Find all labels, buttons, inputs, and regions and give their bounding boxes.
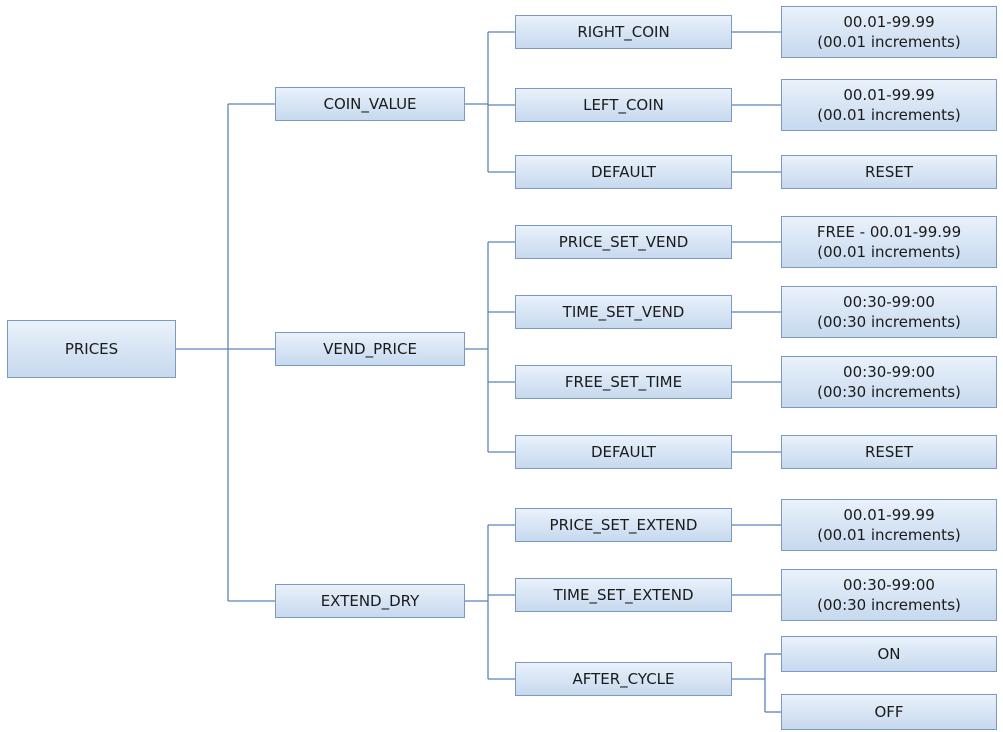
- item-node-left-coin-label: LEFT_COIN: [583, 96, 664, 114]
- group-node-coin-value: COIN_VALUE: [275, 87, 465, 121]
- group-node-coin-value-label: COIN_VALUE: [323, 95, 417, 113]
- value-node-label: 00:30-99:00 (00:30 increments): [817, 293, 961, 331]
- value-node-off: OFF: [781, 694, 997, 730]
- item-node-right-coin: RIGHT_COIN: [515, 15, 732, 49]
- value-node-label: RESET: [864, 443, 914, 461]
- item-node-after-cycle-label: AFTER_CYCLE: [572, 670, 675, 688]
- value-node-on: ON: [781, 636, 997, 672]
- root-node-prices: PRICES: [7, 320, 176, 378]
- group-node-vend-price-label: VEND_PRICE: [323, 340, 417, 358]
- value-node-label: 00:30-99:00 (00:30 increments): [817, 363, 961, 401]
- value-node: 00:30-99:00 (00:30 increments): [781, 356, 997, 408]
- value-node: RESET: [781, 435, 997, 469]
- value-node: 00:30-99:00 (00:30 increments): [781, 286, 997, 338]
- value-node-label: FREE - 00.01-99.99 (00.01 increments): [816, 223, 962, 261]
- group-node-vend-price: VEND_PRICE: [275, 332, 465, 366]
- value-node-off-label: OFF: [874, 703, 904, 721]
- value-node: 00:30-99:00 (00:30 increments): [781, 569, 997, 621]
- value-node-label: 00:30-99:00 (00:30 increments): [817, 576, 961, 614]
- item-node-price-set-extend-label: PRICE_SET_EXTEND: [549, 516, 698, 534]
- value-node: FREE - 00.01-99.99 (00.01 increments): [781, 216, 997, 268]
- value-node: RESET: [781, 155, 997, 189]
- item-node-default-label: DEFAULT: [591, 163, 656, 181]
- item-node-right-coin-label: RIGHT_COIN: [577, 23, 670, 41]
- item-node-price-set-vend-label: PRICE_SET_VEND: [558, 233, 689, 251]
- item-node-default: DEFAULT: [515, 155, 732, 189]
- value-node-label: 00.01-99.99 (00.01 increments): [817, 13, 961, 51]
- value-node-label: 00.01-99.99 (00.01 increments): [817, 506, 961, 544]
- root-node-prices-label: PRICES: [64, 340, 119, 358]
- value-node: 00.01-99.99 (00.01 increments): [781, 79, 997, 131]
- group-node-extend-dry-label: EXTEND_DRY: [320, 592, 420, 610]
- item-node-time-set-vend-label: TIME_SET_VEND: [562, 303, 685, 321]
- item-node-default: DEFAULT: [515, 435, 732, 469]
- value-node-label: RESET: [864, 163, 914, 181]
- value-node: 00.01-99.99 (00.01 increments): [781, 6, 997, 58]
- item-node-price-set-extend: PRICE_SET_EXTEND: [515, 508, 732, 542]
- item-node-default-label: DEFAULT: [591, 443, 656, 461]
- item-node-time-set-vend: TIME_SET_VEND: [515, 295, 732, 329]
- item-node-free-set-time-label: FREE_SET_TIME: [564, 373, 683, 391]
- value-node-label: 00.01-99.99 (00.01 increments): [817, 86, 961, 124]
- value-node-on-label: ON: [877, 645, 901, 663]
- value-node: 00.01-99.99 (00.01 increments): [781, 499, 997, 551]
- item-node-time-set-extend-label: TIME_SET_EXTEND: [553, 586, 694, 604]
- group-node-extend-dry: EXTEND_DRY: [275, 584, 465, 618]
- item-node-price-set-vend: PRICE_SET_VEND: [515, 225, 732, 259]
- item-node-left-coin: LEFT_COIN: [515, 88, 732, 122]
- item-node-free-set-time: FREE_SET_TIME: [515, 365, 732, 399]
- item-node-time-set-extend: TIME_SET_EXTEND: [515, 578, 732, 612]
- item-node-after-cycle: AFTER_CYCLE: [515, 662, 732, 696]
